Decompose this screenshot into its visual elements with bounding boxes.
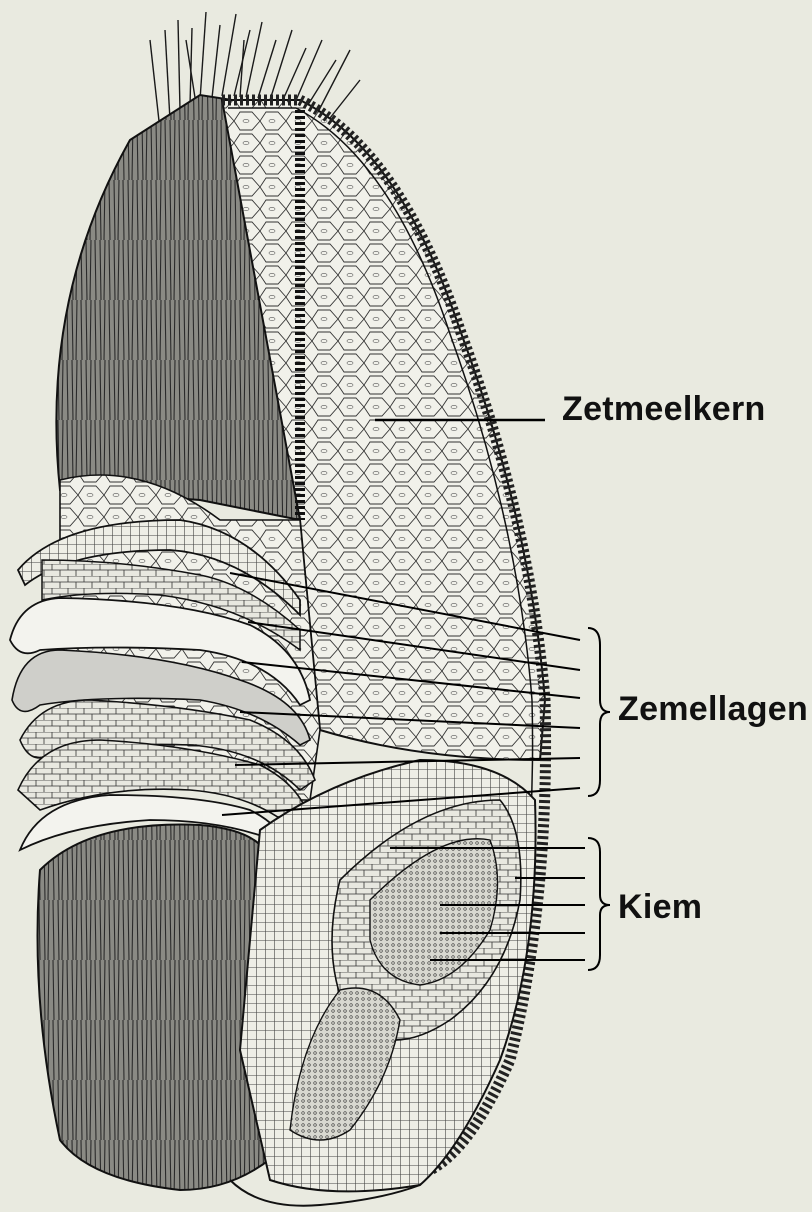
brace-zemellagen [588,628,610,796]
label-zemellagen: Zemellagen [618,690,808,729]
label-zetmeelkern: Zetmeelkern [562,390,766,429]
brace-kiem [588,838,610,970]
label-kiem: Kiem [618,888,702,927]
